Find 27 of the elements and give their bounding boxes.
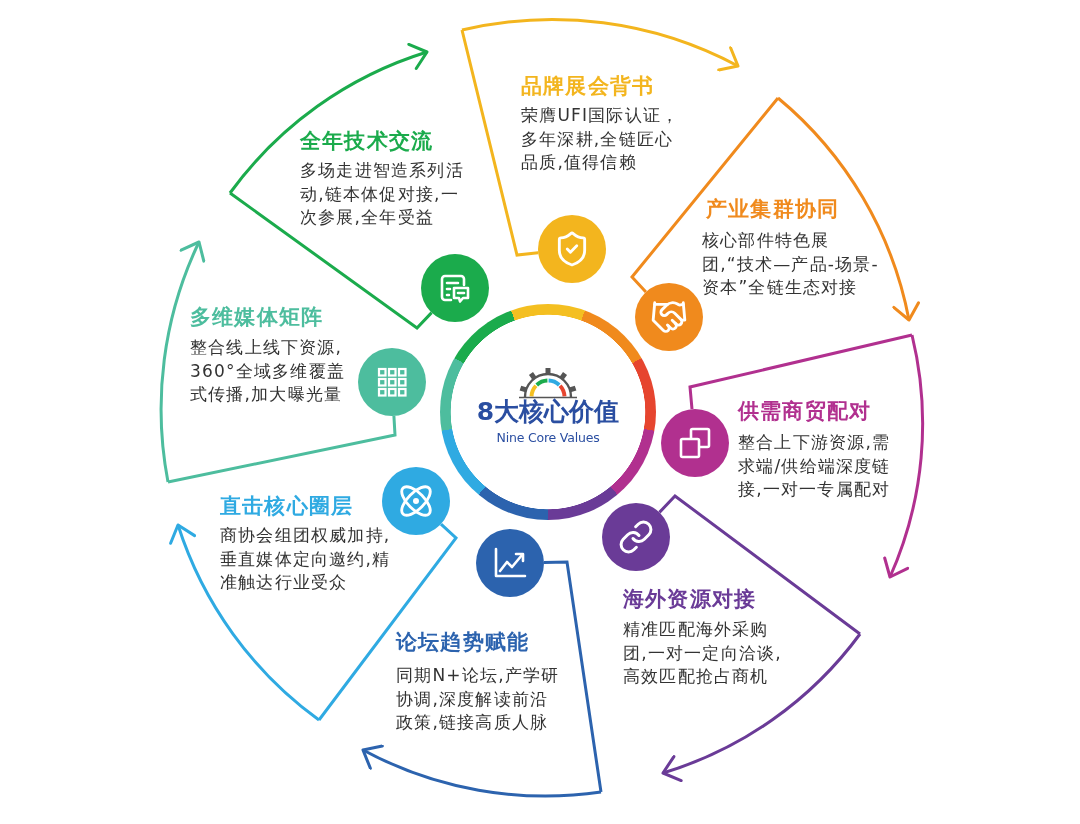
curved-arrow [776,96,920,322]
curved-arrow [661,633,862,781]
sector-description: 同期N+论坛,产学研协调,深度解读前沿政策,链接高质人脉 [396,664,561,734]
hub-title: 8大核心价值 [476,396,620,428]
hub-subtitle: Nine Core Values [496,430,600,446]
sector-description: 精准匹配海外采购团,一对一定向洽谈,高效匹配抢占商机 [623,618,783,688]
wedge-sector [394,527,603,794]
sector-heading: 全年技术交流 [300,128,434,154]
sector-description: 核心部件特色展团,“技术—产品-场景-资本”全链生态对接 [702,229,880,299]
sector-heading: 产业集群协同 [706,196,840,222]
sector-heading: 海外资源对接 [623,586,757,612]
curved-arrow [361,743,602,798]
curved-arrow [170,523,320,722]
curved-arrow [228,44,429,194]
sector-description: 商协会组团权威加持,垂直媒体定向邀约,精准触达行业受众 [220,524,392,594]
sector-description: 荣膺UFI国际认证，多年深耕,全链匠心品质,值得信赖 [521,104,681,174]
sector-heading: 直击核心圈层 [220,493,354,519]
sector-heading: 供需商贸配对 [738,398,872,424]
sector-heading: 论坛趋势赋能 [396,629,530,655]
sector-description: 整合线上线下资源,360°全域多维覆盖式传播,加大曝光量 [190,336,346,406]
sector-description: 多场走进智造系列活动,链本体促对接,一次参展,全年受益 [300,159,465,229]
sector-description: 整合上下游资源,需求端/供给端深度链接,一对一专属配对 [738,431,892,501]
sector-heading: 品牌展会背书 [521,73,655,99]
sector-heading: 多维媒体矩阵 [190,304,324,330]
curved-arrow [882,334,925,579]
curved-arrow [461,18,740,73]
curved-arrow [160,240,207,483]
